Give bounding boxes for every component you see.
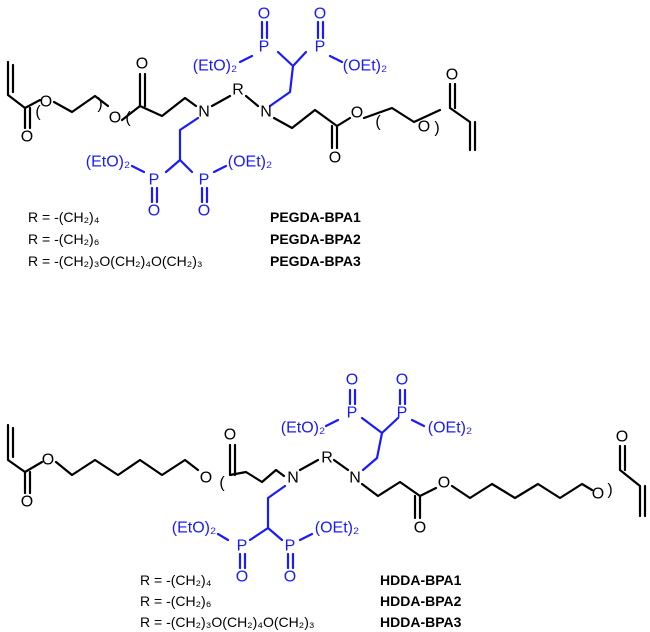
pegda-ester-oxygen: O [351, 105, 363, 122]
hdda-paren: ( [219, 475, 225, 492]
hdda-phosphoryl-oxygen: O [236, 569, 248, 586]
pegda-carbonyl-oxygen: O [136, 56, 148, 73]
hdda-r-definitions: R = -(CH₂)₄ HDDA-BPA1 R = -(CH₂)₆ HDDA-B… [140, 572, 462, 630]
hdda-carbonyl-oxygen: O [616, 429, 628, 446]
hdda-carbonyl-oxygen: O [414, 520, 426, 537]
hdda-phosphorus: P [285, 538, 296, 555]
hdda-phosphorus: P [237, 538, 248, 555]
pegda-r-definitions: R = -(CH₂)₄ PEGDA-BPA1 R = -(CH₂)₆ PEGDA… [28, 209, 361, 269]
pegda-phosphoryl-oxygen: O [258, 6, 270, 23]
pegda-diethoxy-group: (OEt)₂ [228, 154, 272, 171]
pegda-paren: ( [125, 110, 131, 127]
pegda-ester-oxygen: O [40, 94, 52, 111]
pegda-phosphorus: P [259, 39, 270, 56]
hdda-ester-oxygen: O [592, 486, 604, 503]
hdda-r-group: R [321, 450, 333, 467]
pegda-paren: ( [375, 114, 381, 131]
r-definition: R = -(CH₂)₄ [140, 572, 212, 588]
hdda-carbonyl-oxygen: O [21, 494, 33, 511]
compound-name: HDDA-BPA3 [380, 614, 462, 630]
pegda-diethoxy-group: (OEt)₂ [343, 58, 387, 75]
pegda-carbonyl-oxygen: O [446, 67, 458, 84]
pegda-phosphoryl-oxygen: O [148, 203, 160, 220]
pegda-phosphonate-bonds [130, 20, 344, 204]
hdda-diethoxy-group: (EtO)₂ [281, 420, 325, 437]
compound-name: PEGDA-BPA2 [270, 231, 361, 247]
pegda-paren: ( [35, 104, 41, 121]
hdda-backbone-bonds [6, 423, 647, 520]
hdda-nitrogen: N [349, 470, 361, 487]
compound-name: HDDA-BPA2 [380, 593, 462, 609]
pegda-ester-oxygen: O [418, 119, 430, 136]
r-definition: R = -(CH₂)₃O(CH₂)₄O(CH₂)₃ [28, 253, 203, 269]
hdda-paren: ) [607, 482, 612, 499]
hdda-phosphorus: P [347, 405, 358, 422]
compound-name: PEGDA-BPA1 [270, 209, 361, 225]
r-definition: R = -(CH₂)₆ [140, 593, 211, 609]
hdda-ester-oxygen: O [200, 470, 212, 487]
hdda-diethoxy-group: (OEt)₂ [428, 420, 472, 437]
pegda-nitrogen: N [260, 104, 272, 121]
hdda-phosphorus: P [397, 405, 408, 422]
pegda-diethoxy-group: (EtO)₂ [193, 58, 237, 75]
pegda-backbone-bonds [6, 60, 477, 152]
pegda-carbonyl-oxygen: O [21, 129, 33, 146]
r-definition: R = -(CH₂)₆ [28, 231, 99, 247]
pegda-phosphorus: P [315, 39, 326, 56]
pegda-phosphorus: P [149, 172, 160, 189]
hdda-nitrogen: N [287, 470, 299, 487]
pegda-phosphoryl-oxygen: O [314, 6, 326, 23]
r-definition: R = -(CH₂)₄ [28, 209, 100, 225]
pegda-phosphorus: P [199, 172, 210, 189]
pegda-diethoxy-group: (EtO)₂ [86, 154, 130, 171]
pegda-r-group: R [232, 82, 244, 99]
hdda-ester-oxygen: O [438, 475, 450, 492]
hdda-phosphonate-bonds [216, 388, 426, 570]
pegda-phosphoryl-oxygen: O [198, 203, 210, 220]
hdda-phosphoryl-oxygen: O [284, 569, 296, 586]
hdda-carbonyl-oxygen: O [224, 427, 236, 444]
compound-name: HDDA-BPA1 [380, 572, 462, 588]
hdda-bpa-structure: O O O ( O N R N O O O ) O P P O O (EtO)₂… [6, 372, 647, 586]
r-definition: R = -(CH₂)₃O(CH₂)₄O(CH₂)₃ [140, 614, 315, 630]
hdda-phosphoryl-oxygen: O [396, 372, 408, 389]
compound-name: PEGDA-BPA3 [270, 253, 361, 269]
pegda-ester-oxygen: O [109, 110, 121, 127]
pegda-paren: ) [97, 96, 102, 113]
hdda-ester-oxygen: O [42, 452, 54, 469]
hdda-diethoxy-group: (OEt)₂ [315, 520, 359, 537]
pegda-bpa-structure: O O ( ) O ( O N R N O O ( O ) O P P O O … [6, 6, 477, 220]
pegda-paren: ) [434, 120, 439, 137]
hdda-phosphoryl-oxygen: O [346, 372, 358, 389]
hdda-diethoxy-group: (EtO)₂ [172, 520, 216, 537]
pegda-nitrogen: N [198, 104, 210, 121]
pegda-carbonyl-oxygen: O [329, 150, 341, 167]
